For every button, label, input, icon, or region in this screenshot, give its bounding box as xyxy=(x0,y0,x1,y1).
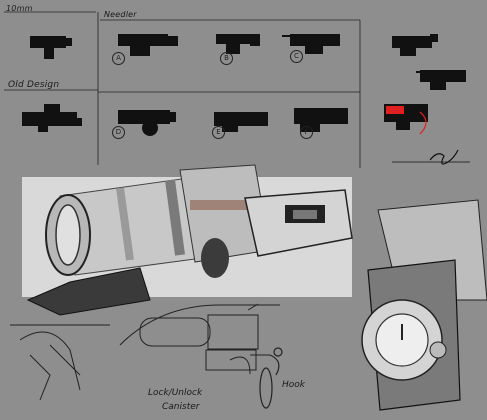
label-needler: Needler xyxy=(104,10,137,19)
hand-grip-sketch xyxy=(10,324,110,401)
annotation-lock-unlock: Lock/Unlock xyxy=(148,388,203,398)
main-weapon-render xyxy=(26,164,353,316)
variant-letter-e: E xyxy=(212,126,225,139)
annotation-canister: Canister xyxy=(162,402,200,412)
thumb-10mm xyxy=(30,36,72,59)
canister-sketch xyxy=(119,303,280,375)
variant-letter-a: A xyxy=(112,52,125,65)
annotation-hook: Hook xyxy=(282,380,305,390)
thumb-right-2 xyxy=(416,70,466,90)
thumb-old-design xyxy=(22,104,82,132)
thumb-right-1 xyxy=(392,34,438,56)
thumb-variant-d xyxy=(118,110,176,136)
thumb-right-3 xyxy=(384,104,428,135)
variant-letter-f: F xyxy=(300,126,313,139)
label-10mm: 10mm xyxy=(6,4,33,13)
thumb-variant-a xyxy=(118,34,178,56)
thumb-variant-e xyxy=(214,112,268,132)
detail-closeup xyxy=(361,199,487,411)
artist-signature xyxy=(392,149,470,165)
hook-sketch xyxy=(259,347,283,409)
variant-letter-c: C xyxy=(290,50,303,63)
label-old-design: Old Design xyxy=(8,80,60,90)
thumb-variant-c xyxy=(282,34,340,54)
thumb-variant-b xyxy=(216,34,260,54)
variant-letter-b: B xyxy=(220,52,233,65)
variant-letter-d: D xyxy=(112,126,125,139)
